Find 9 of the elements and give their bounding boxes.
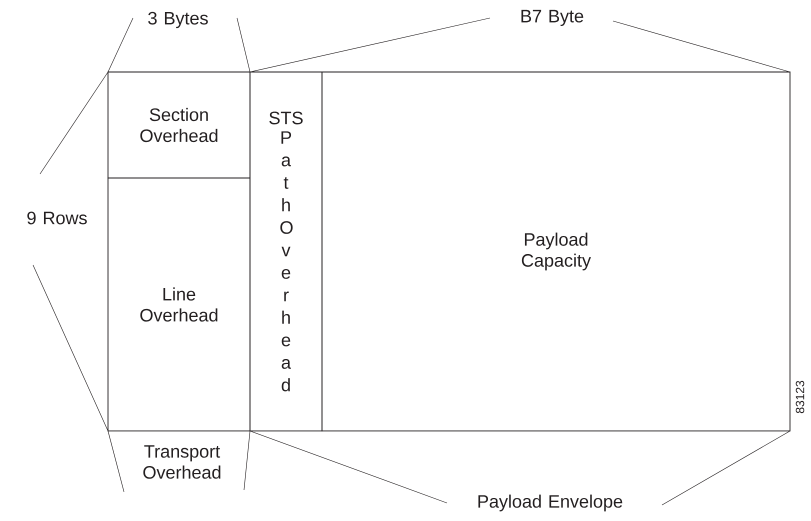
frame-box: STS Path Overhead [250,72,322,432]
frame-box: Payload Capacity [322,72,790,432]
frame-box: Line Overhead [108,178,250,432]
dimension-label: Transport Overhead [143,445,220,479]
dimension-label: 3 Bytes [148,12,208,28]
frame-box: Section Overhead [108,72,250,178]
dimension-label: 9 Rows [27,212,87,224]
dimension-label: Payload Envelope [478,494,622,512]
dimension-label: B7 Byte [521,10,584,26]
